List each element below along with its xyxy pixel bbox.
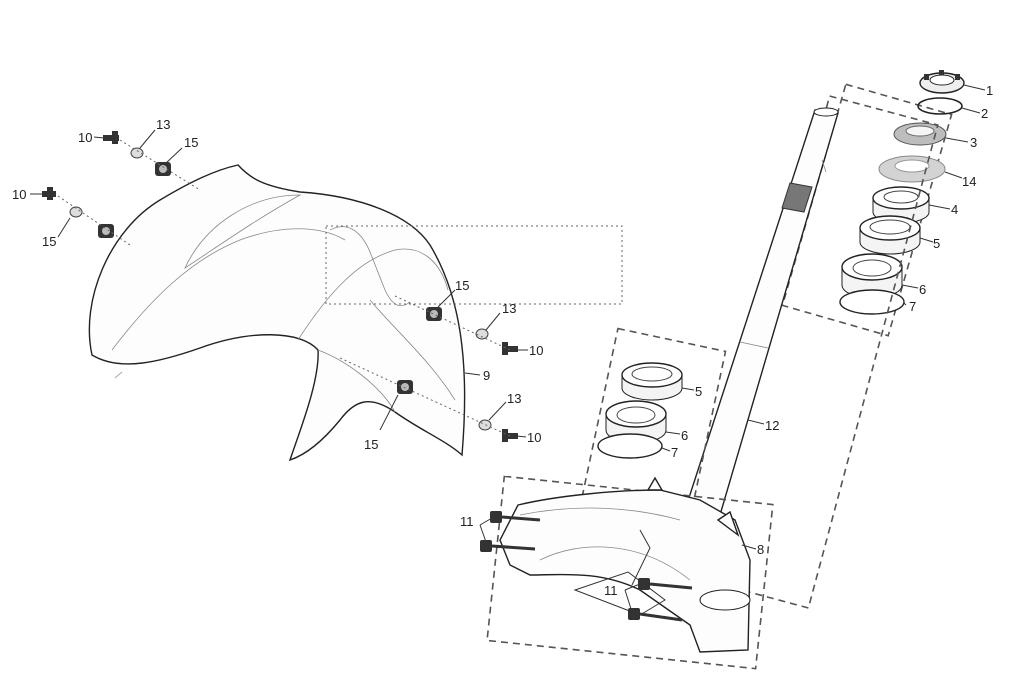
- callout-3: 3: [970, 135, 977, 150]
- callout-9: 9: [483, 368, 490, 383]
- fender-assembly-axes: [57, 139, 511, 437]
- callout-5-lower: 5: [695, 384, 702, 399]
- part-7-bearing-seal: [839, 289, 905, 315]
- callout-15-left: 15: [42, 234, 56, 249]
- washer-13-right-lower: [478, 419, 492, 431]
- washer-13-top-left: [130, 147, 144, 159]
- callout-5-upper: 5: [933, 236, 940, 251]
- lower-bearing-group-box: [579, 327, 727, 529]
- callout-6-lower: 6: [681, 428, 688, 443]
- part-14-dust-seal: [878, 155, 946, 183]
- washer-15-left: [69, 206, 83, 218]
- callout-10-top-left: 10: [78, 130, 92, 145]
- callout-4: 4: [951, 202, 958, 217]
- callout-15-upper-right: 15: [455, 278, 469, 293]
- part-6-bearing-cone: [841, 253, 903, 299]
- bolt-11-upper-left: [490, 511, 541, 523]
- bolt-11-upper-right: [638, 578, 693, 590]
- callout-15-top-left: 15: [184, 135, 198, 150]
- bushing-15-left: [98, 224, 114, 238]
- bolt-11-lower-left: [480, 540, 536, 552]
- part-8-lower-triple-clamp: [499, 476, 751, 653]
- callout-2: 2: [981, 106, 988, 121]
- bushing-15-upper-right: [426, 307, 442, 321]
- part-2-lock-washer: [917, 97, 963, 115]
- callout-13-lower-right: 13: [507, 391, 521, 406]
- callout-11-left: 11: [460, 514, 474, 529]
- part-12-steering-stem: [684, 107, 839, 516]
- callout-13-top-left: 13: [156, 117, 170, 132]
- fender-bushings: [98, 162, 442, 394]
- front-fender: [88, 164, 466, 462]
- callout-15-lower: 15: [364, 437, 378, 452]
- callout-13-upper-right: 13: [502, 301, 516, 316]
- part-3-adjusting-nut: [893, 122, 947, 146]
- callout-7-lower: 7: [671, 445, 678, 460]
- bushing-15-top-left: [155, 162, 171, 176]
- bolt-11-lower-right: [628, 608, 683, 622]
- callout-12: 12: [765, 418, 779, 433]
- leader-lines: [30, 84, 986, 613]
- callout-10-left: 10: [12, 187, 26, 202]
- fender-bolts-and-washers: [42, 131, 518, 442]
- part-1-lock-nut: [919, 70, 965, 94]
- callout-6-upper: 6: [919, 282, 926, 297]
- callout-10-upper-right: 10: [529, 343, 543, 358]
- callout-1: 1: [986, 83, 993, 98]
- part-7-lower-seal: [597, 433, 663, 459]
- bolt-10-left: [42, 187, 56, 200]
- callout-labels: 1 2 3 14 4 5 6 7 5 6 7 12 8 11 11 10 13 …: [12, 83, 993, 598]
- bolt-10-right-upper: [502, 342, 518, 355]
- lower-bearing-stack: [597, 362, 683, 459]
- part-5-upper-ball-bearing: [859, 215, 921, 255]
- part-4-upper-bearing-race: [872, 186, 930, 224]
- clamp-bolts-11: [480, 511, 693, 622]
- reference-box: [325, 225, 623, 305]
- washer-13-right-upper: [475, 328, 489, 340]
- steering-bearing-stack: [839, 70, 965, 315]
- callout-8: 8: [757, 542, 764, 557]
- bolt-10-right-lower: [502, 429, 518, 442]
- callout-10-lower-right: 10: [527, 430, 541, 445]
- bolt-10-top-left: [103, 131, 119, 144]
- bushing-15-lower-right: [397, 380, 413, 394]
- part-5-lower-ball-bearing: [621, 362, 683, 401]
- callout-7-upper: 7: [909, 299, 916, 314]
- callout-11-right: 11: [604, 583, 618, 598]
- callout-14: 14: [962, 174, 976, 189]
